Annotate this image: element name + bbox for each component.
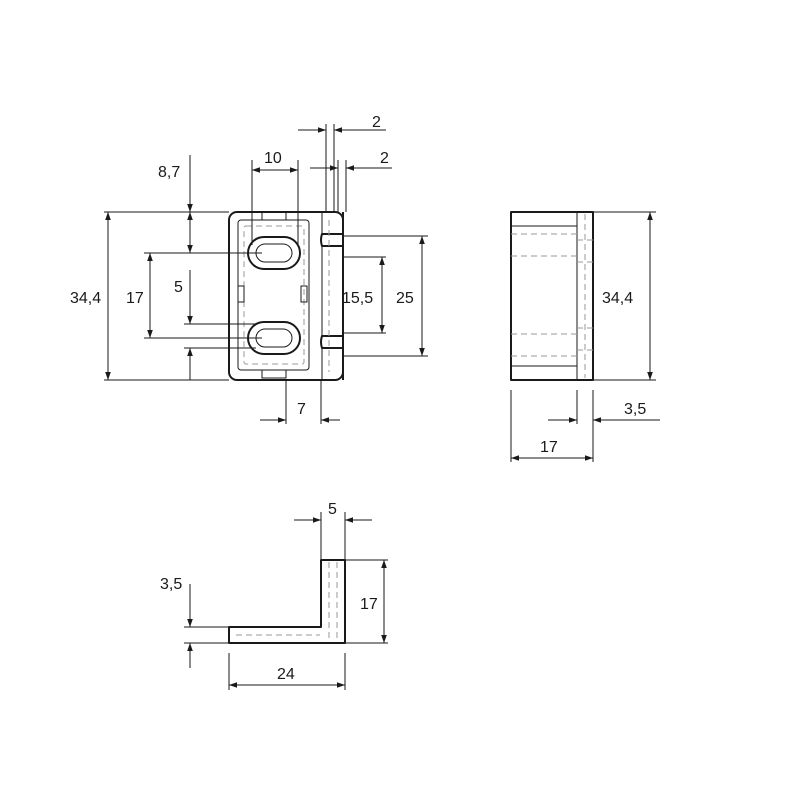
dim-base-thickness: 3,5 [160, 576, 182, 593]
dim-notch-depth: 7 [297, 401, 306, 418]
side-dimensions: 34,4 3,5 17 [510, 211, 660, 462]
front-dimensions: 34,4 17 8,7 5 10 2 2 [70, 114, 428, 424]
dim-slot-height: 5 [174, 279, 183, 296]
dim-side-width: 17 [540, 439, 558, 456]
side-view [510, 211, 594, 381]
dim-side-height: 34,4 [602, 290, 633, 307]
dim-slot-width: 10 [264, 150, 282, 167]
dim-notch-inner: 15,5 [342, 290, 373, 307]
dim-notch-outer: 25 [396, 290, 414, 307]
dim-front-height: 34,4 [70, 290, 101, 307]
dim-flange-a: 2 [372, 114, 381, 131]
dim-upright-width: 5 [328, 501, 337, 518]
dim-flange-b: 2 [380, 150, 389, 167]
dim-side-thickness: 3,5 [624, 401, 646, 418]
dim-top-offset: 8,7 [158, 164, 180, 181]
end-dimensions: 5 3,5 17 24 [160, 501, 388, 690]
dim-slot-spacing: 17 [126, 290, 144, 307]
dim-upright-height: 17 [360, 596, 378, 613]
dim-base-length: 24 [277, 666, 295, 683]
end-view [228, 559, 346, 644]
front-view [228, 211, 344, 381]
